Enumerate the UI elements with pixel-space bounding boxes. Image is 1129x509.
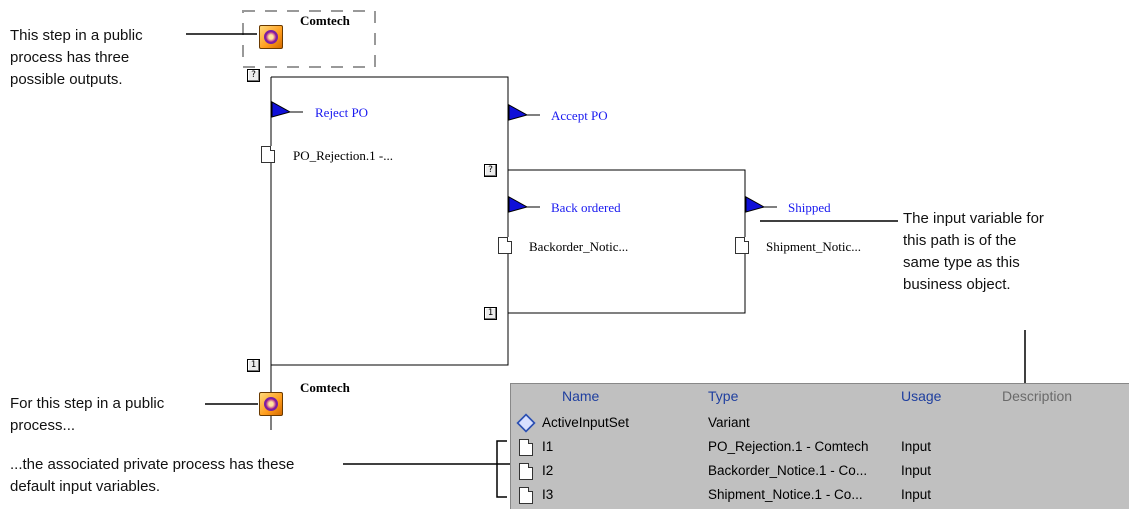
port-middle[interactable]: ? — [484, 164, 497, 177]
port-bottom-left[interactable]: 1 — [247, 359, 260, 372]
table-row[interactable]: I1 PO_Rejection.1 - Comtech Input — [511, 437, 1129, 458]
document-icon — [519, 463, 533, 480]
column-header-name[interactable]: Name — [562, 388, 600, 404]
port-lower-right[interactable]: 1 — [484, 307, 497, 320]
top-step-title: Comtech — [300, 13, 350, 28]
box-accept — [271, 76, 509, 366]
document-icon — [519, 487, 533, 504]
document-icon — [519, 439, 533, 456]
flag-reject-po — [271, 101, 292, 118]
callout-bottom-left: For this step in a public process... — [10, 395, 165, 434]
bracket-private — [496, 440, 507, 498]
table-row[interactable]: I3 Shipment_Notice.1 - Co... Input — [511, 485, 1129, 506]
flag-accept-po — [508, 104, 529, 121]
path-label-reject-po[interactable]: Reject PO — [315, 105, 369, 120]
public-process-step-icon[interactable] — [259, 25, 283, 49]
cube-icon — [516, 413, 536, 433]
business-object-backorder[interactable]: Backorder_Notic... — [529, 239, 629, 254]
table-row[interactable]: ActiveInputSet Variant — [511, 413, 1129, 434]
document-icon — [498, 237, 512, 254]
table-row[interactable]: I2 Backorder_Notice.1 - Co... Input — [511, 461, 1129, 482]
callout-top-left: This step in a public process has three … — [10, 27, 143, 88]
column-header-usage[interactable]: Usage — [901, 388, 942, 404]
selection-box — [242, 10, 376, 68]
path-label-accept-po[interactable]: Accept PO — [551, 108, 608, 123]
business-object-po-rejection[interactable]: PO_Rejection.1 -... — [293, 148, 394, 163]
bottom-step-title: Comtech — [300, 380, 350, 395]
document-icon — [735, 237, 749, 254]
variables-table: Name Type Usage Description ActiveInputS… — [510, 383, 1129, 509]
business-object-shipment[interactable]: Shipment_Notic... — [766, 239, 861, 254]
callout-private-vars: ...the associated private process has th… — [10, 456, 295, 495]
flag-back-ordered — [508, 196, 529, 213]
path-label-back-ordered[interactable]: Back ordered — [551, 200, 621, 215]
public-process-step-icon[interactable] — [259, 392, 283, 416]
flag-shipped — [745, 196, 766, 213]
document-icon — [261, 146, 275, 163]
column-header-type[interactable]: Type — [708, 388, 739, 404]
column-header-description[interactable]: Description — [1002, 388, 1073, 404]
callout-right: The input variable for this path is of t… — [903, 210, 1044, 293]
path-label-shipped[interactable]: Shipped — [788, 200, 831, 215]
port-top-left[interactable]: ? — [247, 69, 260, 82]
